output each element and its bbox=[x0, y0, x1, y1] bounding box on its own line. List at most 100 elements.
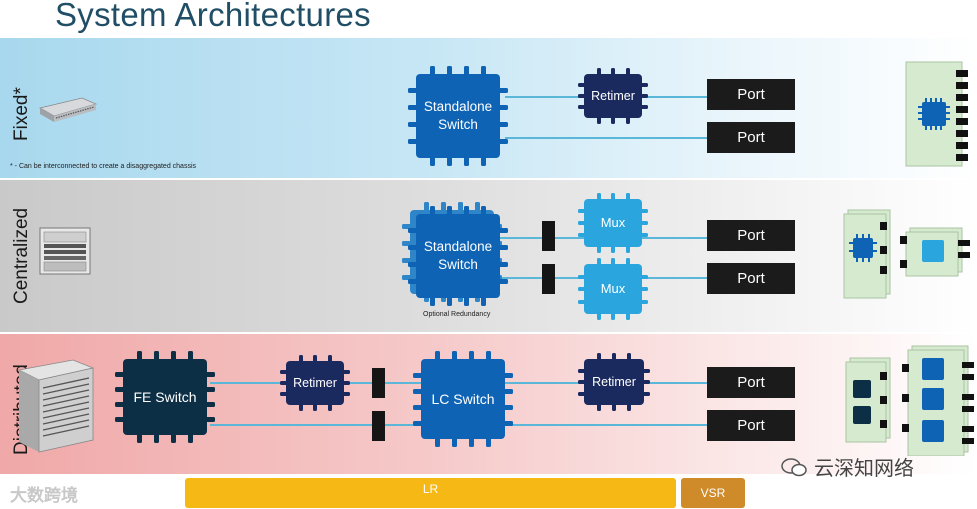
chip-pin bbox=[611, 193, 615, 201]
standalone-switch-chip: Standalone Switch bbox=[408, 206, 508, 306]
chip-pin bbox=[413, 420, 423, 426]
chip-pin bbox=[408, 245, 418, 251]
chip-pin bbox=[578, 83, 586, 87]
mux-chip: Mux bbox=[578, 193, 648, 253]
chip-pin bbox=[408, 261, 418, 267]
chip-pin bbox=[298, 355, 303, 363]
chip-pin bbox=[408, 88, 418, 94]
chip-pin bbox=[640, 287, 648, 291]
mux-label: Mux bbox=[584, 264, 642, 314]
distributed-board-icon bbox=[845, 345, 974, 456]
chip-pin bbox=[498, 105, 508, 111]
chip-pin bbox=[642, 391, 650, 396]
chip-pin bbox=[627, 403, 631, 411]
watermark-right: 云深知网络 bbox=[780, 452, 914, 481]
chip-pin bbox=[578, 274, 586, 279]
chip-pin bbox=[480, 156, 486, 166]
chip-pin bbox=[115, 371, 125, 377]
chip-pin bbox=[115, 386, 125, 392]
chip-pin bbox=[611, 116, 615, 124]
retimer-label: Retimer bbox=[584, 359, 644, 405]
mux-chip: Mux bbox=[578, 258, 648, 320]
chip-pin bbox=[430, 296, 436, 306]
watermark-right-text: 云深知网络 bbox=[814, 458, 914, 480]
chip-pin bbox=[578, 391, 586, 396]
lc-switch-label: LC Switch bbox=[421, 359, 505, 439]
chip-pin bbox=[463, 296, 469, 306]
chip-pin bbox=[498, 121, 508, 127]
chip-pin bbox=[611, 258, 615, 266]
chip-pin bbox=[640, 299, 648, 304]
chip-pin bbox=[408, 228, 418, 234]
chip-pin bbox=[612, 353, 616, 361]
chip-pin bbox=[498, 278, 508, 284]
chip-pin bbox=[280, 370, 288, 374]
chip-pin bbox=[498, 245, 508, 251]
chip-pin bbox=[115, 402, 125, 408]
chip-pin bbox=[480, 66, 486, 76]
chip-pin bbox=[468, 437, 474, 447]
chip-pin bbox=[170, 351, 176, 361]
port-box: Port bbox=[707, 79, 795, 110]
chip-pin bbox=[408, 121, 418, 127]
chip-pin bbox=[503, 404, 513, 410]
centralized-board-icon bbox=[843, 209, 970, 299]
chip-pin bbox=[205, 371, 215, 377]
chip-pin bbox=[342, 392, 350, 396]
chip-pin bbox=[596, 245, 601, 253]
chip-pin bbox=[447, 206, 453, 216]
chip-pin bbox=[642, 380, 650, 384]
chip-pin bbox=[430, 156, 436, 166]
standalone-switch-chip: Standalone Switch bbox=[408, 66, 508, 166]
chip-pin bbox=[640, 83, 648, 87]
chip-pin bbox=[578, 287, 586, 291]
watermark-left-text: 大数跨境 bbox=[10, 486, 78, 505]
chip-pin bbox=[578, 221, 586, 225]
chip-pin bbox=[474, 202, 480, 212]
mux-label: Mux bbox=[584, 199, 642, 247]
chip-pin bbox=[435, 351, 441, 361]
chip-pin bbox=[597, 353, 601, 361]
chip-pin bbox=[170, 433, 176, 443]
port-box: Port bbox=[707, 122, 795, 153]
optional-redundancy-label: Optional Redundancy bbox=[423, 311, 491, 318]
chip-pin bbox=[402, 274, 412, 280]
port-box: Port bbox=[707, 263, 795, 294]
connector-bar bbox=[372, 411, 385, 441]
chip-pin bbox=[280, 392, 288, 396]
retimer-label: Retimer bbox=[286, 361, 344, 405]
chip-pin bbox=[596, 193, 601, 201]
chip-pin bbox=[342, 370, 350, 374]
chip-pin bbox=[205, 386, 215, 392]
chip-pin bbox=[430, 206, 436, 216]
chip-pin bbox=[154, 351, 160, 361]
chip-pin bbox=[578, 233, 586, 237]
chip-pin bbox=[627, 353, 631, 361]
chip-pin bbox=[611, 68, 615, 76]
fixed-footnote: * - Can be interconnected to create a di… bbox=[10, 163, 197, 170]
port-box: Port bbox=[707, 367, 795, 398]
fixed-switch-icon bbox=[38, 97, 98, 122]
chip-pin bbox=[578, 299, 586, 304]
chip-pin bbox=[452, 437, 458, 447]
chip-pin bbox=[468, 351, 474, 361]
lr-bar: LR bbox=[185, 478, 676, 508]
port-box: Port bbox=[707, 410, 795, 441]
chip-pin bbox=[327, 403, 332, 411]
chip-pin bbox=[402, 257, 412, 263]
chip-pin bbox=[447, 156, 453, 166]
chip-pin bbox=[578, 209, 586, 213]
chip-pin bbox=[447, 66, 453, 76]
chip-pin bbox=[625, 116, 630, 124]
chip-pin bbox=[402, 224, 412, 230]
chip-pin bbox=[280, 381, 288, 385]
chip-pin bbox=[596, 258, 601, 266]
connector-bar bbox=[542, 264, 555, 294]
chip-pin bbox=[413, 388, 423, 394]
wechat-icon bbox=[781, 457, 807, 476]
chip-pin bbox=[187, 351, 193, 361]
chip-pin bbox=[597, 403, 601, 411]
chip-pin bbox=[137, 433, 143, 443]
chip-pin bbox=[413, 404, 423, 410]
chip-pin bbox=[441, 202, 447, 212]
